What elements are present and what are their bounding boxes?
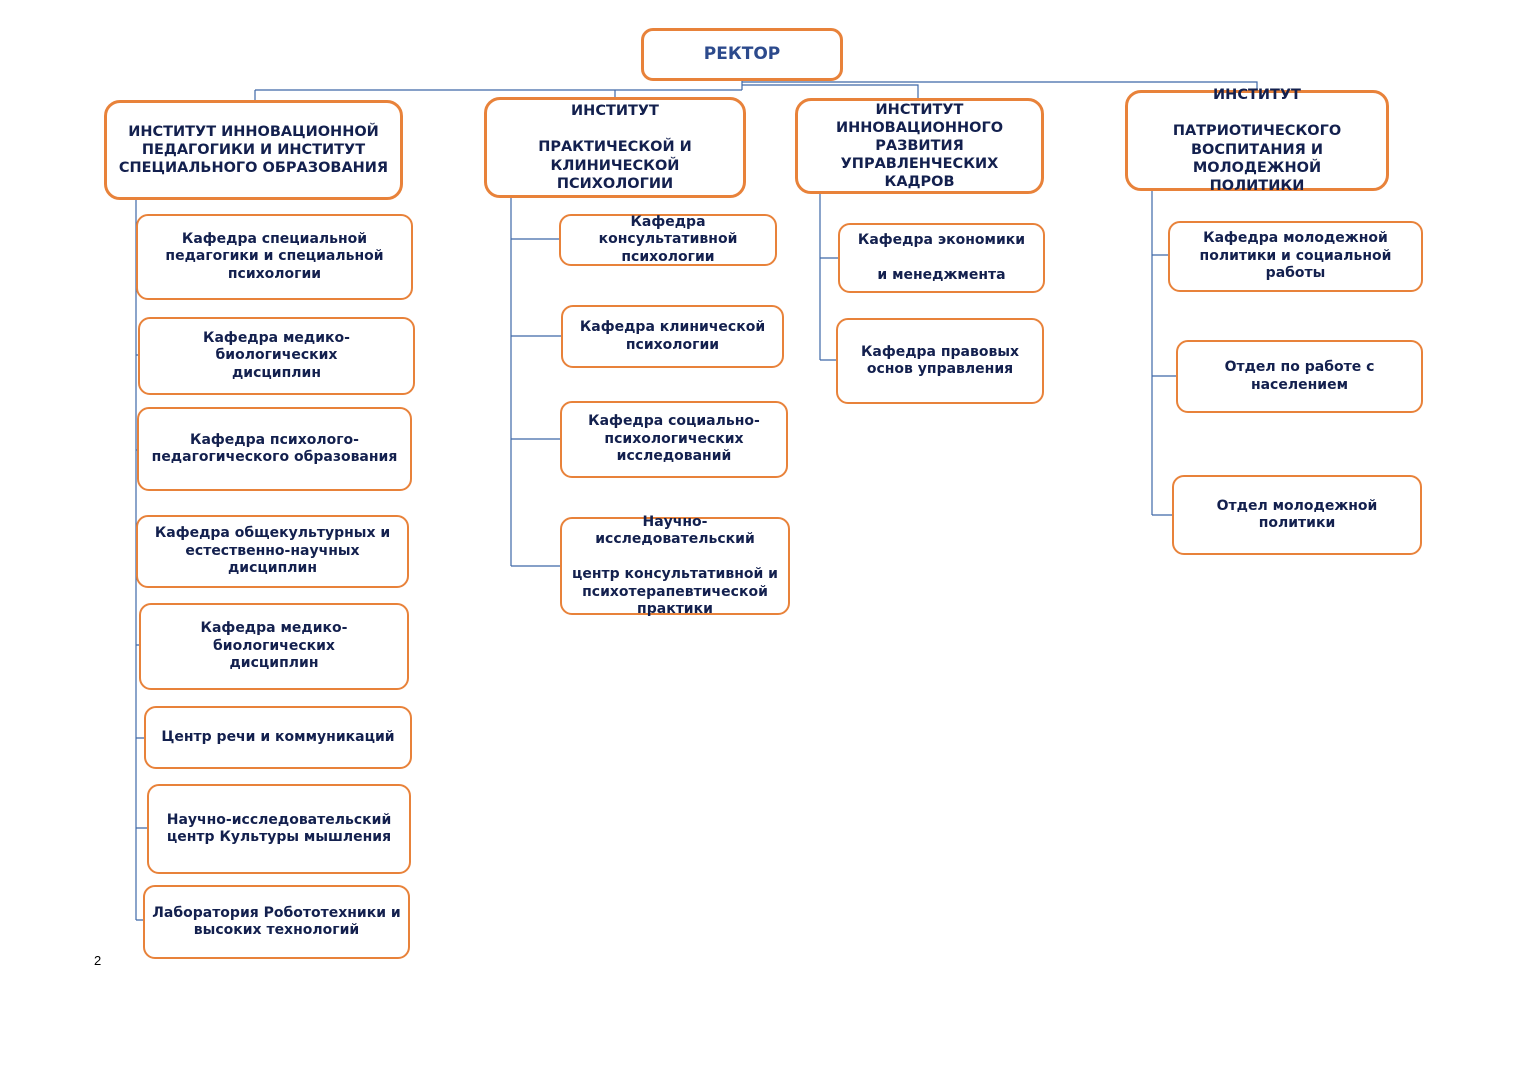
department-label: Кафедра клинической психологии [579, 319, 766, 353]
institute-4-connector [1151, 190, 1177, 516]
institute-label: ИНСТИТУТ ИННОВАЦИОННОГО РАЗВИТИЯ УПРАВЛЕ… [835, 101, 1004, 191]
department-label: Кафедра общекультурных и естественно-нау… [154, 525, 391, 577]
department-label: Отдел молодежной политики [1216, 497, 1378, 532]
department-box: Кафедра правовых основ управления [836, 318, 1044, 404]
department-box: Кафедра экономики и менеджмента [838, 223, 1045, 293]
department-box: Центр речи и коммуникаций [144, 706, 412, 769]
department-label: Кафедра медико-биологических дисциплин [200, 620, 348, 672]
department-box: Кафедра консультативной психологии [559, 214, 777, 266]
department-box: Отдел молодежной политики [1172, 475, 1422, 555]
institute-3-connector [819, 194, 840, 361]
department-box: Кафедра клинической психологии [561, 305, 784, 368]
rector-connector-bus [254, 80, 1258, 100]
department-label: Кафедра медико-биологических дисциплин [203, 329, 350, 381]
department-label: Кафедра молодежной политики и социальной… [1199, 230, 1392, 282]
department-box: Кафедра медико-биологических дисциплин [138, 317, 415, 395]
department-box: Научно-исследовательский центр Культуры … [147, 784, 411, 874]
rector-label: РЕКТОР [703, 43, 781, 64]
rector-box: РЕКТОР [641, 28, 843, 81]
institute-2-connector [510, 197, 562, 567]
institute-box: ИНСТИТУТ ИННОВАЦИОННОГО РАЗВИТИЯ УПРАВЛЕ… [795, 98, 1044, 194]
department-label: Кафедра консультативной психологии [598, 213, 738, 265]
department-label: Кафедра экономики и менеджмента [857, 231, 1026, 283]
department-box: Научно-исследовательский центр консульта… [560, 514, 790, 617]
institute-box: ИНСТИТУТ ИННОВАЦИОННОЙ ПЕДАГОГИКИ И ИНСТ… [104, 100, 403, 200]
department-label: Научно-исследовательский центр Культуры … [166, 811, 392, 846]
department-box: Лаборатория Робототехники и высоких техн… [143, 885, 410, 959]
department-box: Кафедра психолого- педагогического образ… [137, 407, 412, 491]
institute-label: ИНСТИТУТ ПАТРИОТИЧЕСКОГО ВОСПИТАНИЯ И МО… [1172, 87, 1342, 194]
department-label: Лаборатория Робототехники и высоких техн… [152, 904, 401, 939]
institute-box: ИНСТИТУТ ПАТРИОТИЧЕСКОГО ВОСПИТАНИЯ И МО… [1125, 87, 1389, 194]
department-label: Кафедра социально- психологических иссле… [588, 413, 760, 465]
department-box: Отдел по работе с населением [1176, 340, 1423, 413]
institute-box: ИНСТИТУТ ПРАКТИЧЕСКОЙ И КЛИНИЧЕСКОЙ ПСИХ… [484, 97, 746, 198]
department-box: Кафедра молодежной политики и социальной… [1168, 221, 1423, 292]
department-label: Центр речи и коммуникаций [161, 728, 395, 745]
department-label: Кафедра специальной педагогики и специал… [165, 230, 384, 282]
department-box: Кафедра специальной педагогики и специал… [136, 214, 413, 300]
department-box: Кафедра социально- психологических иссле… [560, 401, 788, 478]
department-label: Научно-исследовательский центр консульта… [571, 513, 778, 618]
department-box: Кафедра медико-биологических дисциплин [139, 603, 409, 690]
department-label: Кафедра психолого- педагогического образ… [151, 431, 398, 466]
institute-label: ИНСТИТУТ ПРАКТИЧЕСКОЙ И КЛИНИЧЕСКОЙ ПСИХ… [538, 103, 692, 192]
page-number: 2 [94, 953, 102, 968]
institute-label: ИНСТИТУТ ИННОВАЦИОННОЙ ПЕДАГОГИКИ И ИНСТ… [118, 123, 389, 177]
department-label: Кафедра правовых основ управления [860, 343, 1020, 378]
department-box: Кафедра общекультурных и естественно-нау… [136, 515, 409, 588]
department-label: Отдел по работе с населением [1224, 359, 1375, 393]
